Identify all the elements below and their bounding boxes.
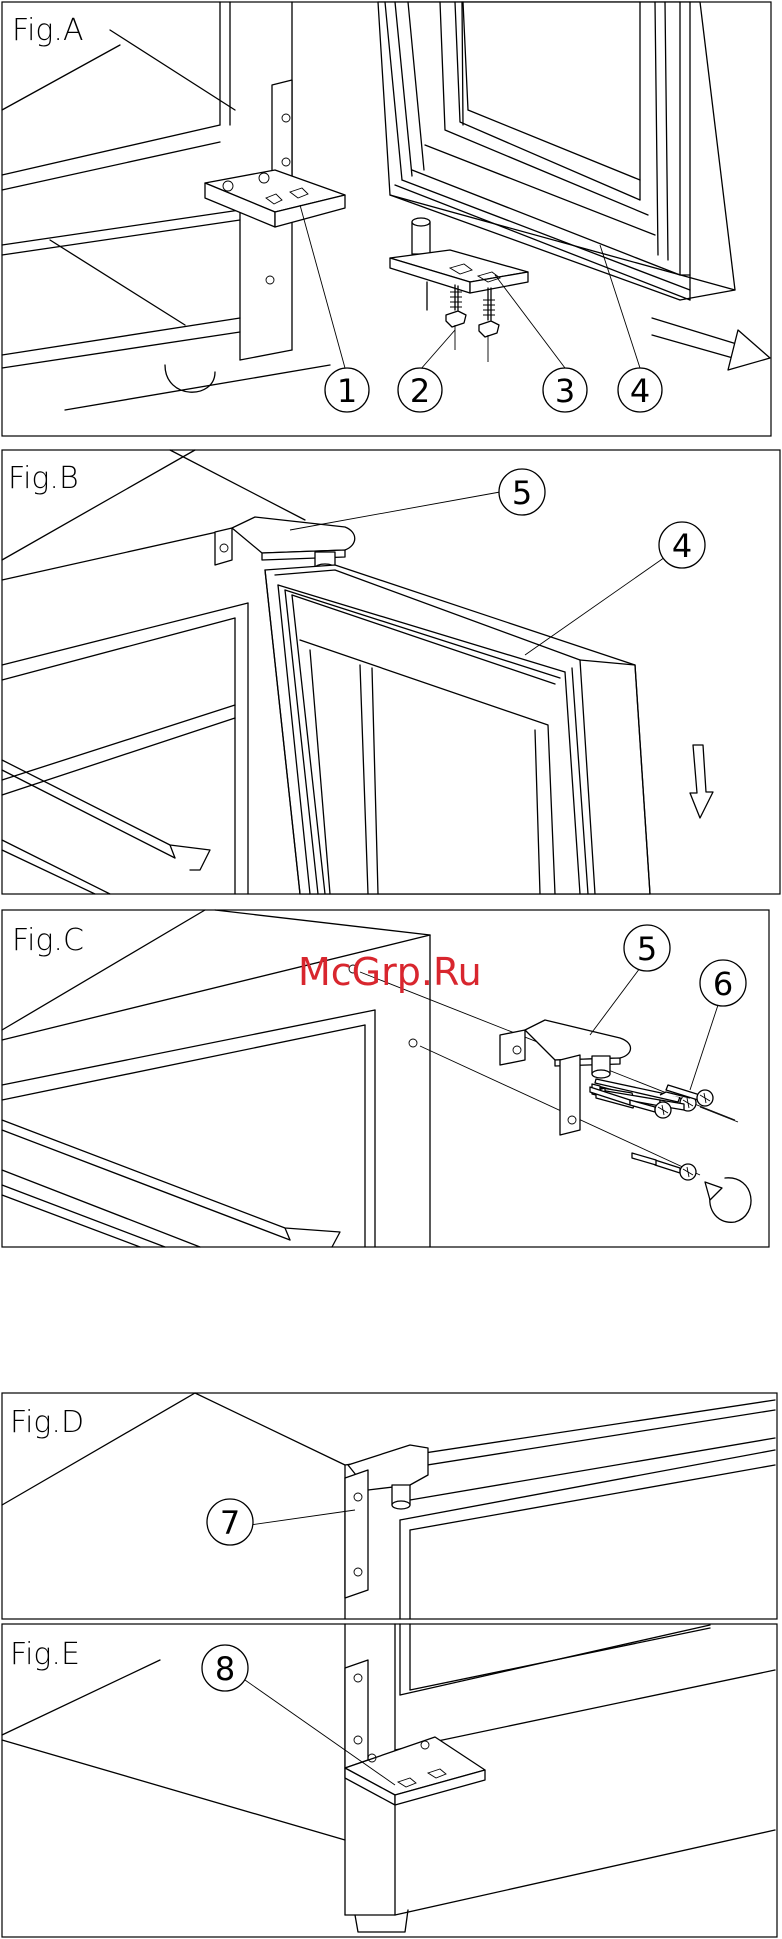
rotate-arrow-c [705, 1178, 751, 1222]
figure-b: Fig.B [2, 450, 780, 894]
hinge-bracket-5-b [215, 517, 355, 572]
callout-a-2: 2 [410, 372, 430, 410]
callout-d-7: 7 [220, 1504, 240, 1542]
watermark: McGrp.Ru [298, 950, 482, 994]
figure-c-label: Fig.C [12, 923, 84, 958]
down-arrow-b [690, 745, 713, 818]
figure-a: Fig.A [2, 2, 771, 436]
callout-a-3: 3 [555, 372, 575, 410]
figure-a-label: Fig.A [12, 13, 83, 48]
callout-c-5: 5 [637, 930, 657, 968]
cabinet-body-d [2, 1393, 775, 1619]
callouts-d: 7 [207, 1499, 355, 1545]
callout-a-1: 1 [337, 372, 357, 410]
figure-d-frame [2, 1393, 777, 1619]
cabinet-body-b [2, 450, 305, 894]
figure-d: Fig.D 7 [2, 1393, 777, 1619]
figure-e-label: Fig.E [10, 1637, 80, 1672]
callouts-c: 5 6 [590, 925, 746, 1090]
door-4-b [265, 565, 650, 894]
hinge-bracket-5-c [500, 1020, 631, 1135]
callout-c-6: 6 [713, 965, 733, 1003]
screw-holes-c [349, 965, 735, 1175]
figure-c: Fig.C [2, 910, 769, 1247]
callout-a-4: 4 [630, 372, 650, 410]
hinge-bracket-8 [345, 1660, 485, 1805]
screws-6 [590, 1079, 738, 1180]
hinge-bracket-7 [345, 1445, 428, 1598]
callout-e-8: 8 [215, 1650, 235, 1688]
callout-b-4: 4 [672, 527, 692, 565]
figure-b-label: Fig.B [8, 461, 79, 496]
figure-d-label: Fig.D [10, 1405, 84, 1440]
callout-b-5: 5 [512, 474, 532, 512]
figure-e: Fig.E [2, 1624, 777, 1937]
hinge-bracket-1 [205, 80, 345, 227]
move-arrow-a [652, 318, 770, 370]
